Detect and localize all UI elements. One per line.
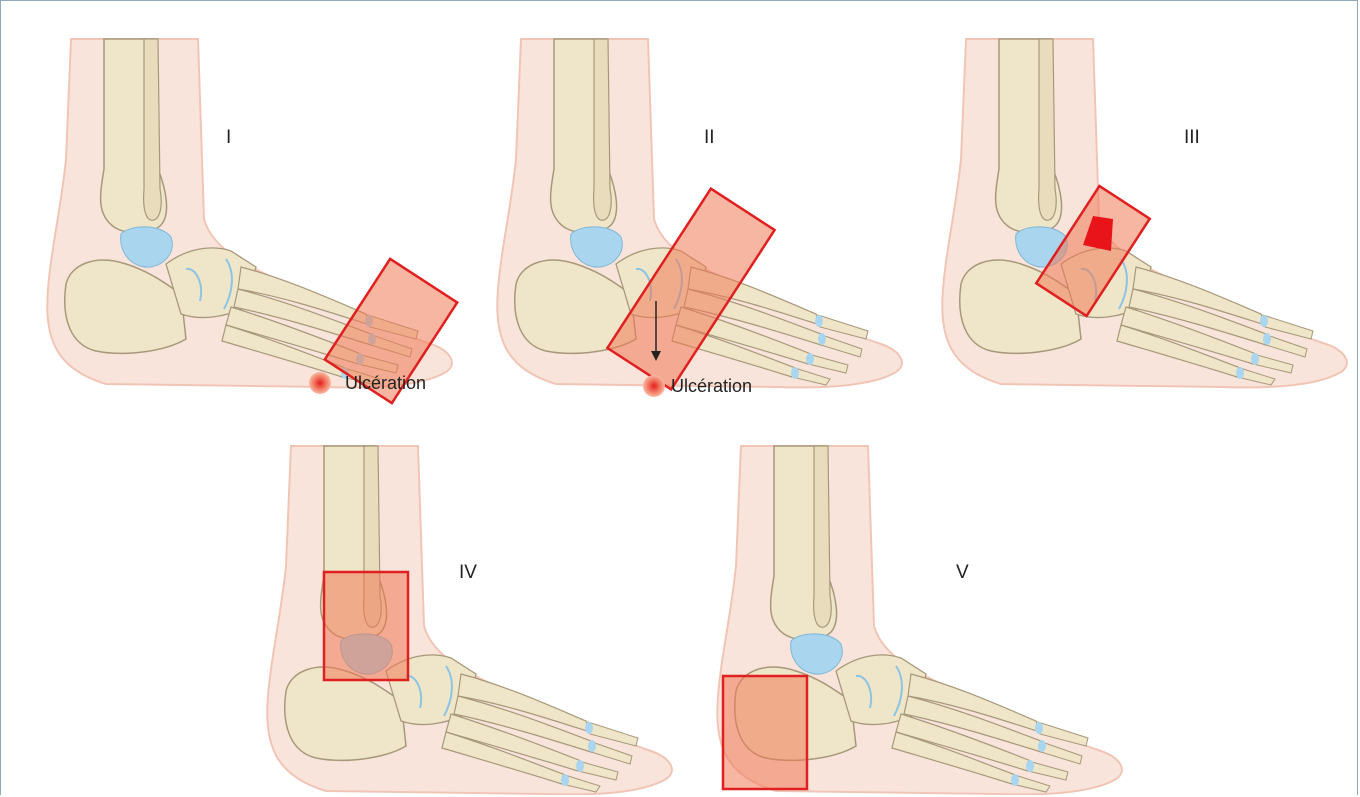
ulceration-legend-1: Ulcération (309, 372, 426, 394)
ulceration-label: Ulcération (671, 376, 752, 397)
ulceration-marker (309, 372, 331, 394)
ulceration-label: Ulcération (345, 373, 426, 394)
foot-illustration-stage-4 (246, 446, 676, 795)
stage-label-3: III (1184, 127, 1200, 149)
stage-label-1: I (226, 127, 231, 149)
foot-illustration-stage-1 (26, 39, 456, 389)
foot-illustration-stage-3 (921, 39, 1351, 389)
ulceration-marker (643, 375, 665, 397)
stage-label-5: V (956, 562, 969, 584)
lesion-zone-ankle (324, 572, 408, 680)
ulceration-legend-2: Ulcération (643, 375, 752, 397)
foot-illustration-stage-5 (696, 446, 1126, 795)
foot-illustration-stage-2 (476, 39, 906, 389)
stage-label-2: II (704, 127, 715, 149)
stage-label-4: IV (459, 562, 477, 584)
lesion-zone-calcaneus (723, 676, 807, 789)
